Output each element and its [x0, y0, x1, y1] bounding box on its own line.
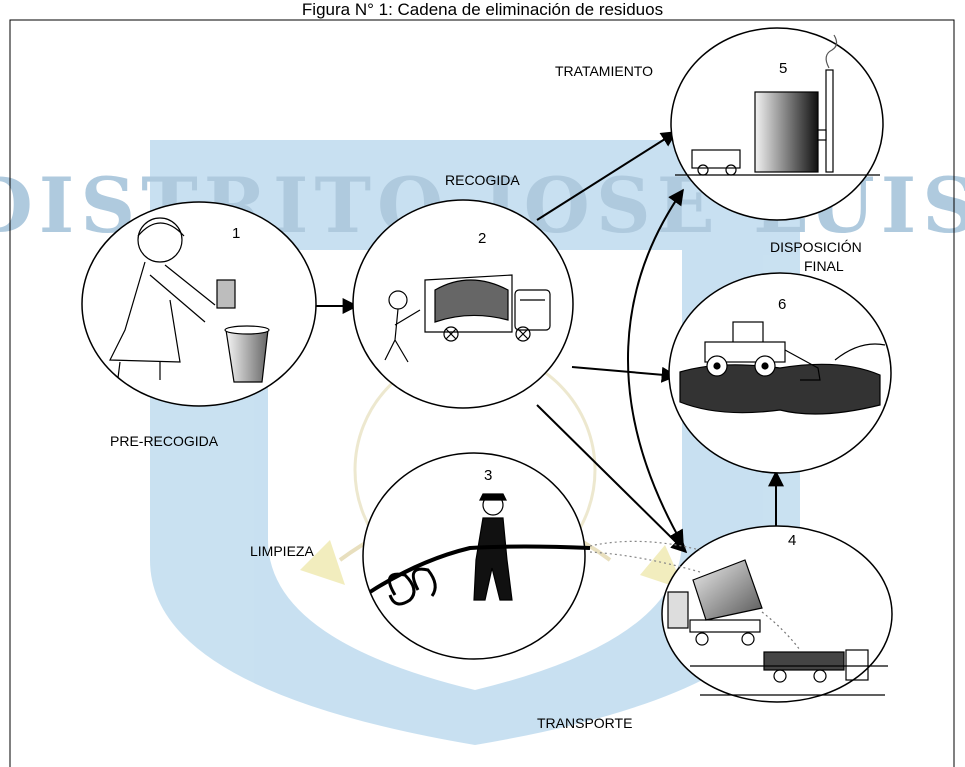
circle-transporte: [661, 525, 893, 703]
person-depositing-trash-icon: [109, 217, 270, 383]
arrow-2-to-6: [571, 366, 678, 383]
figure-caption: Figura N° 1: Cadena de eliminación de re…: [301, 0, 664, 19]
label-pre-recogida: PRE-RECOGIDA: [110, 433, 219, 449]
label-disposicion-line1: DISPOSICIÓN: [770, 239, 862, 255]
treatment-plant-icon: [675, 34, 880, 176]
circle-limpieza: [362, 452, 586, 660]
arrow-4-to-5-curve: [627, 188, 684, 547]
label-tratamiento: TRATAMIENTO: [555, 63, 653, 79]
node-number-5: 5: [779, 60, 787, 77]
node-number-2: 2: [478, 230, 486, 247]
transfer-trucks-icon: [667, 559, 888, 696]
landfill-bulldozer-icon: [679, 321, 886, 415]
label-transporte: TRANSPORTE: [537, 715, 632, 731]
label-limpieza: LIMPIEZA: [250, 543, 314, 559]
node-labels: PRE-RECOGIDA RECOGIDA LIMPIEZA TRANSPORT…: [110, 63, 862, 731]
node-number-3: 3: [484, 467, 492, 484]
circle-pre-recogida: [81, 201, 317, 407]
street-cleaner-hose-icon: [368, 493, 701, 606]
garbage-truck-icon: [384, 274, 551, 363]
figure-frame: [9, 19, 955, 767]
node-numbers: 1 2 3 4 5 6: [232, 60, 796, 549]
arrow-2-to-4: [536, 404, 688, 554]
arrow-2-to-5: [536, 131, 678, 221]
flow-arrows: [316, 131, 784, 554]
label-recogida: RECOGIDA: [445, 172, 520, 188]
label-disposicion-line2: FINAL: [804, 258, 844, 274]
node-number-6: 6: [778, 296, 786, 313]
node-number-4: 4: [788, 532, 796, 549]
node-number-1: 1: [232, 225, 240, 242]
